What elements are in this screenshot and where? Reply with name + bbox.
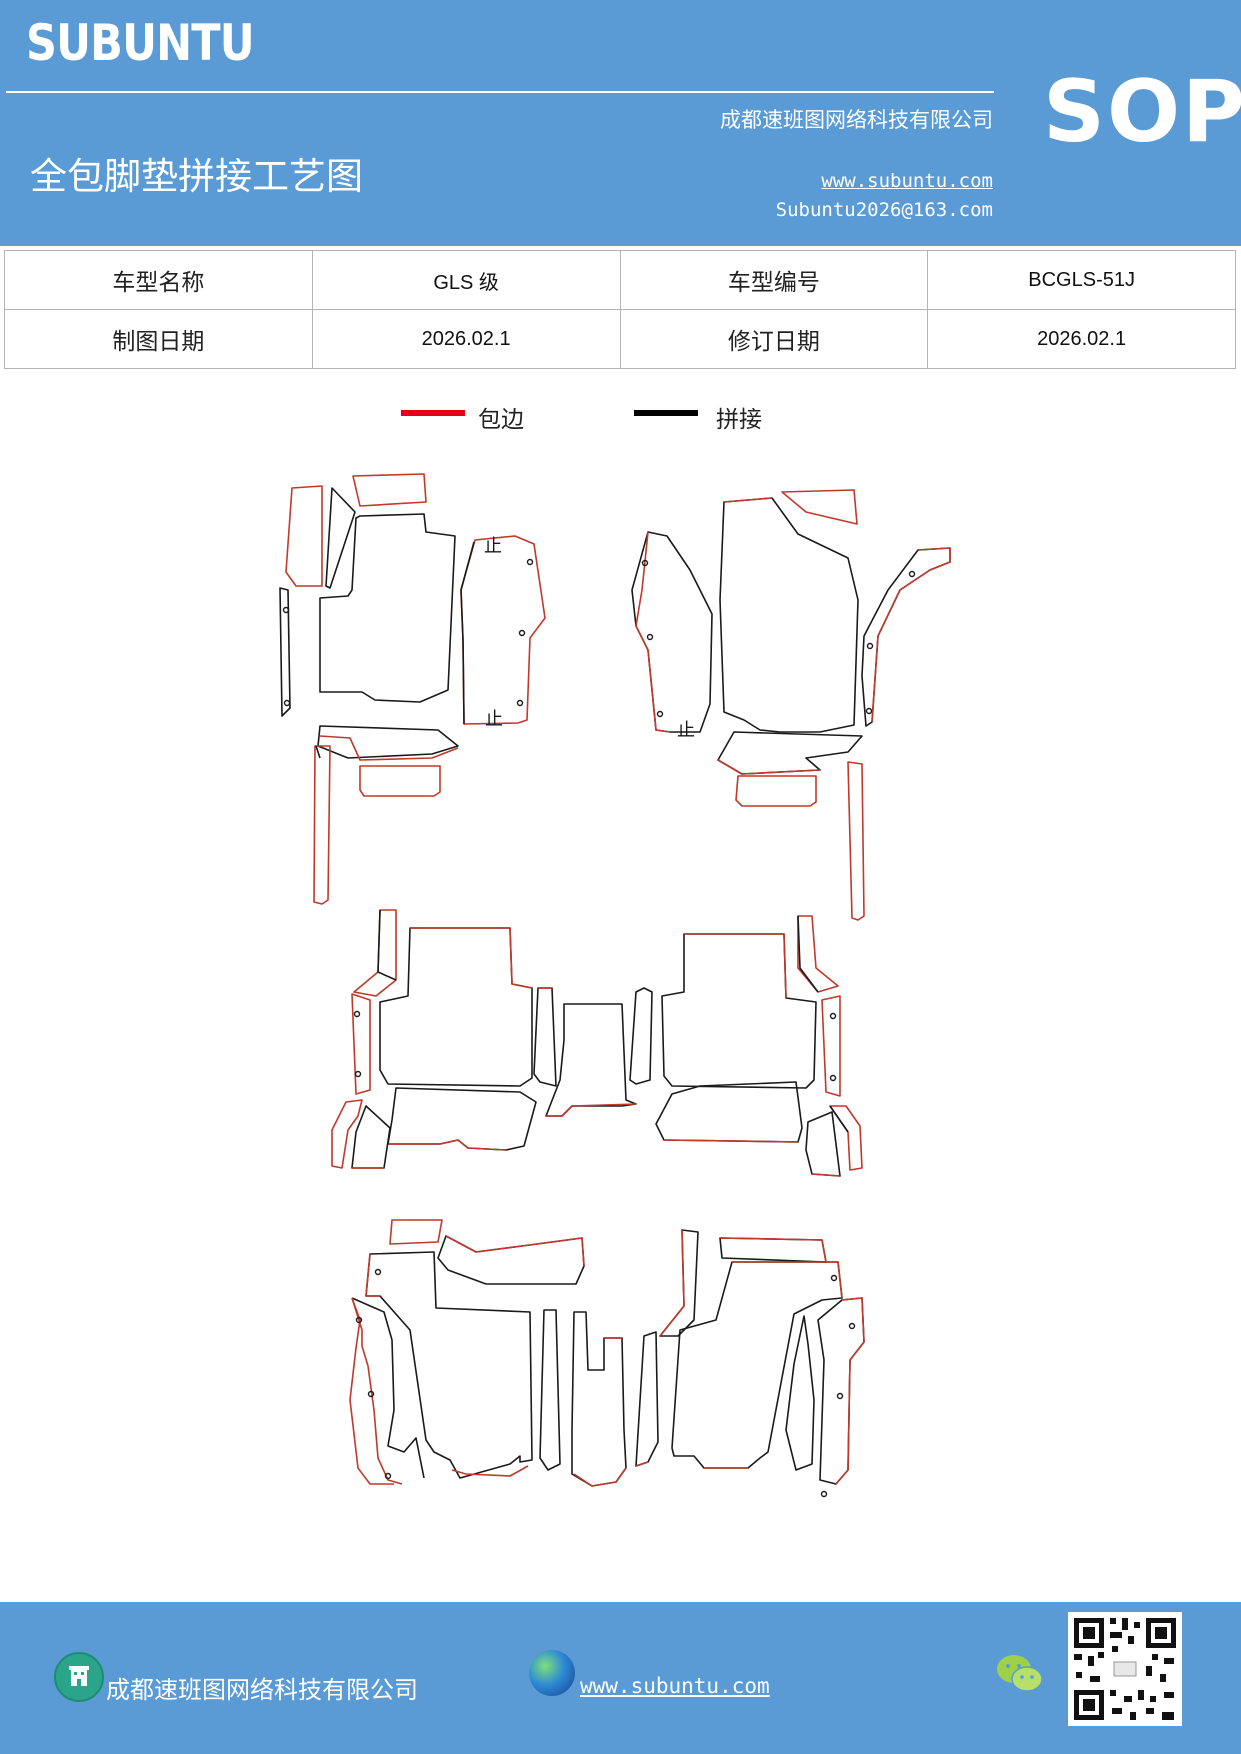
legend-edge-swatch (401, 410, 465, 416)
table-row: 制图日期 2026.02.1 修订日期 2026.02.1 (4, 309, 1236, 369)
legend-join-label: 拼接 (716, 407, 762, 433)
info-table: 车型名称 GLS 级 车型编号 BCGLS-51J 制图日期 2026.02.1… (4, 250, 1236, 369)
mat-piece (331, 1099, 363, 1169)
mat-piece (359, 765, 441, 797)
page-title: 全包脚垫拼接工艺图 (30, 155, 363, 198)
mat-piece (629, 987, 653, 1085)
draw-date-label: 制图日期 (4, 309, 313, 369)
mat-piece (635, 1331, 659, 1467)
mat-piece (533, 987, 557, 1087)
model-name-value: GLS 级 (311, 250, 621, 310)
legend: 包边 拼接 (0, 395, 1241, 435)
globe-icon (529, 1650, 575, 1696)
hole-markers (282, 558, 916, 1498)
revise-date-value: 2026.02.1 (927, 309, 1236, 369)
doc-type: SOP (1043, 62, 1241, 162)
front-left-group (279, 473, 546, 905)
mat-piece (661, 933, 817, 1089)
middle-right-group (629, 915, 863, 1177)
mat-piece (781, 489, 858, 525)
mat-piece (313, 745, 331, 905)
mat-piece (349, 1297, 394, 1485)
mat-piece (655, 1081, 803, 1143)
mat-piece (285, 485, 323, 587)
website-link[interactable]: www.subuntu.com (821, 170, 993, 192)
mat-piece (847, 761, 865, 921)
mat-piece (353, 909, 397, 997)
mat-seam (351, 1297, 425, 1479)
mat-seam (460, 541, 475, 725)
model-name-label: 车型名称 (4, 250, 313, 310)
diagram-svg: 止 止 止 (279, 473, 951, 1498)
mat-piece (821, 995, 841, 1097)
mat-piece (545, 1003, 637, 1117)
footer-company-name: 成都速班图网络科技有限公司 (106, 1676, 418, 1704)
header-divider (6, 91, 994, 93)
mat-piece (389, 1219, 443, 1245)
mat-splice-diagram: 止 止 止 (0, 440, 1241, 1590)
mat-piece (539, 1309, 561, 1471)
header: SUBUNTU 成都速班图网络科技有限公司 全包脚垫拼接工艺图 www.subu… (0, 0, 1241, 246)
stop-mark: 止 (677, 720, 695, 741)
qr-code[interactable] (1068, 1612, 1182, 1726)
mat-piece (352, 473, 427, 507)
rear-left-group (349, 1219, 585, 1485)
brand-logo: SUBUNTU (26, 14, 255, 72)
mat-piece (365, 1251, 533, 1479)
stop-mark: 止 (484, 536, 502, 557)
mat-seam (351, 1297, 403, 1485)
mat-piece (379, 927, 533, 1087)
middle-left-group (331, 909, 557, 1169)
mat-piece (317, 725, 459, 759)
mat-piece (719, 1237, 827, 1263)
model-code-label: 车型编号 (619, 250, 929, 310)
mat-seam (871, 547, 951, 723)
legend-edge-label: 包边 (478, 407, 524, 433)
mat-piece (785, 1315, 815, 1471)
draw-date-value: 2026.02.1 (311, 309, 621, 369)
email-address: Subuntu2026@163.com (775, 199, 993, 221)
mat-piece (319, 513, 456, 703)
mat-piece (279, 587, 291, 717)
mat-piece (631, 531, 713, 733)
mat-piece (351, 993, 371, 1095)
legend-join-swatch (634, 410, 698, 416)
mat-piece (387, 1087, 537, 1151)
table-row: 车型名称 GLS 级 车型编号 BCGLS-51J (4, 250, 1236, 310)
building-icon (54, 1652, 104, 1702)
mat-piece (861, 547, 951, 727)
mat-piece (735, 775, 817, 807)
mat-seam (319, 735, 459, 761)
mat-piece (325, 487, 356, 589)
rear-right-group (635, 1229, 865, 1485)
mat-piece (817, 1297, 865, 1485)
mat-piece (797, 915, 839, 993)
mat-piece (460, 535, 546, 725)
mat-piece (719, 497, 859, 733)
front-right-group (631, 489, 951, 921)
mat-piece (571, 1311, 627, 1487)
company-name: 成都速班图网络科技有限公司 (720, 108, 993, 132)
revise-date-label: 修订日期 (619, 309, 929, 369)
mat-seam (635, 531, 671, 733)
mat-piece (671, 1261, 843, 1469)
footer: 成都速班图网络科技有限公司 www.subuntu.com (0, 1602, 1241, 1754)
footer-website-link[interactable]: www.subuntu.com (580, 1674, 770, 1698)
mat-piece (805, 1111, 841, 1177)
rear-center-group (571, 1311, 627, 1487)
mat-piece (717, 731, 863, 775)
middle-center-group (545, 1003, 637, 1117)
model-code-value: BCGLS-51J (927, 250, 1236, 310)
stop-mark: 止 (485, 709, 503, 730)
mat-piece (659, 1229, 699, 1337)
wechat-icon (995, 1652, 1045, 1696)
